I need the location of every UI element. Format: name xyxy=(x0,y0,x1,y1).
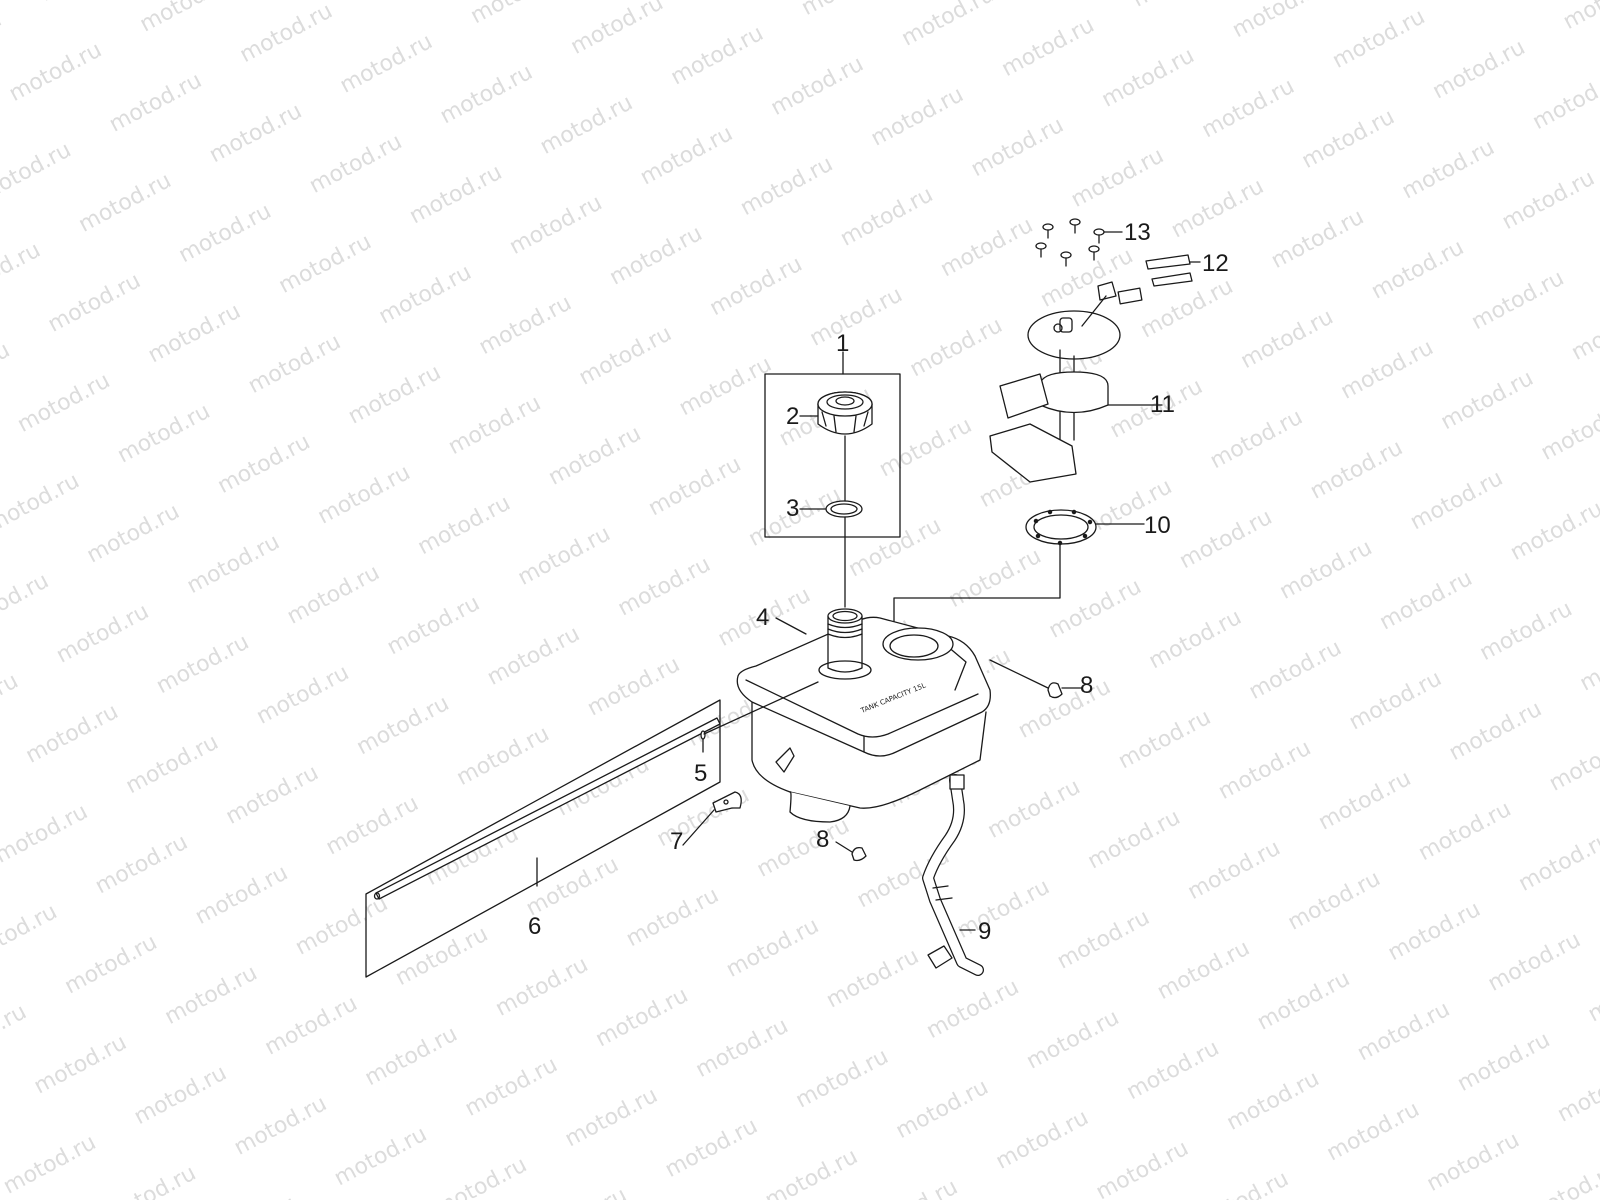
bolts-part xyxy=(1035,218,1123,267)
callout-13: 13 xyxy=(1124,219,1151,246)
cap-gasket-part xyxy=(799,500,863,518)
hose-clamp-part xyxy=(682,791,742,846)
fuel-tank-part: TANK CAPACITY 15L xyxy=(736,608,991,823)
callout-1: 1 xyxy=(836,330,850,357)
callout-6: 6 xyxy=(528,913,542,940)
breather-hose-box xyxy=(365,699,721,978)
callout-10: 10 xyxy=(1144,512,1171,539)
callout-2: 2 xyxy=(786,403,800,430)
fuel-hose-part xyxy=(922,774,984,976)
grommet-right-part xyxy=(989,659,1083,699)
cap-assembly-box xyxy=(764,351,901,538)
callout-12: 12 xyxy=(1202,250,1229,277)
callout-7: 7 xyxy=(670,828,684,855)
callout-9: 9 xyxy=(978,918,992,945)
sticker-part xyxy=(1145,254,1201,287)
pump-gasket-part xyxy=(1025,509,1145,546)
callout-8-lower: 8 xyxy=(816,826,830,853)
callout-4: 4 xyxy=(756,604,770,631)
fuel-cap-part xyxy=(799,391,873,435)
fuel-pump-part xyxy=(989,281,1163,483)
callout-5: 5 xyxy=(694,760,708,787)
callout-8-right: 8 xyxy=(1080,672,1094,699)
callout-11: 11 xyxy=(1150,391,1175,418)
clip-part xyxy=(700,681,819,753)
callout-3: 3 xyxy=(786,495,800,522)
grommet-lower-part xyxy=(835,841,867,862)
